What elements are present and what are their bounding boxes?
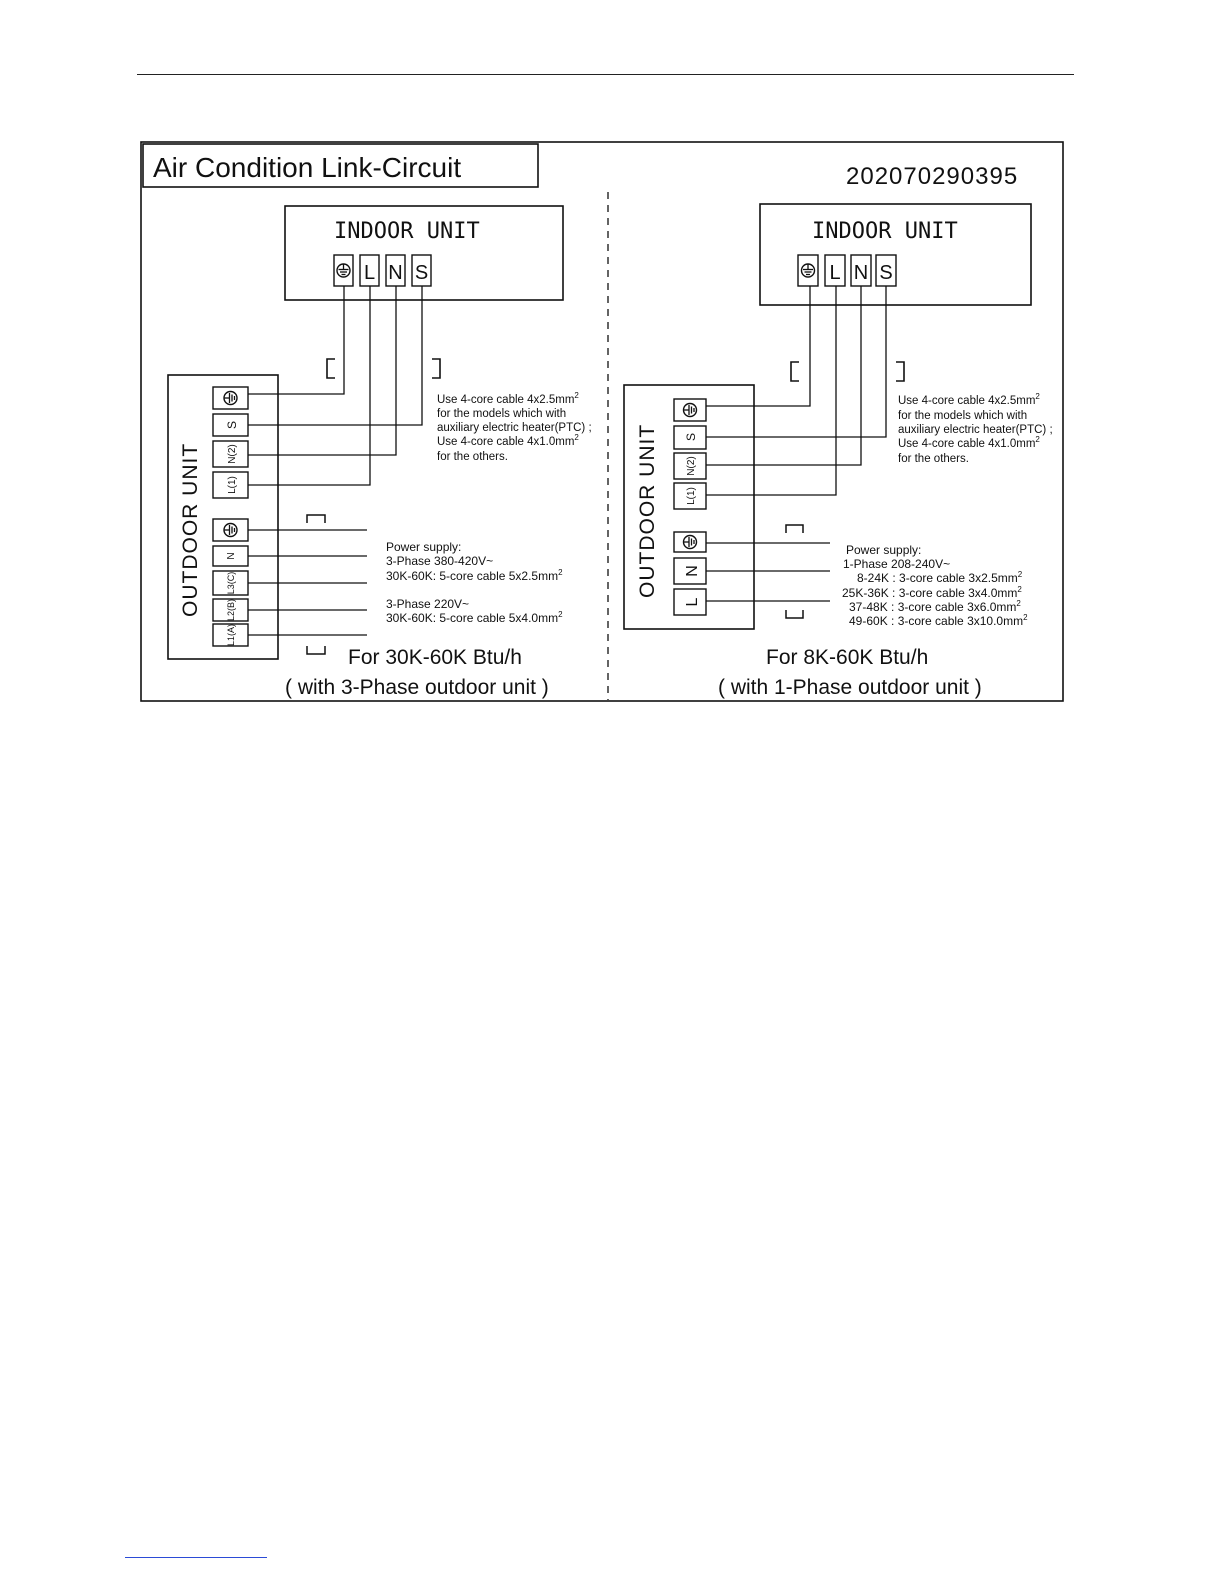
indoor-unit-box-left bbox=[284, 205, 564, 301]
cable-note-line: auxiliary electric heater(PTC) ; bbox=[437, 422, 592, 434]
outdoor-terminal-label: L(1) bbox=[686, 487, 697, 505]
power-note-line: Power supply: bbox=[386, 540, 461, 554]
outdoor-terminal-box bbox=[673, 482, 707, 510]
indoor-terminal-label: L bbox=[364, 262, 375, 284]
ground-wire bbox=[706, 286, 811, 407]
power-note-line: 3-Phase 220V~ bbox=[386, 597, 469, 611]
outdoor-terminal-label: S bbox=[684, 433, 698, 441]
indoor-unit-label-right: INDOOR UNIT bbox=[812, 219, 958, 244]
title-box bbox=[142, 143, 539, 188]
header-rule bbox=[137, 74, 1074, 75]
outdoor-terminal-label: L(1) bbox=[227, 476, 238, 494]
caption-line1-left: For 30K-60K Btu/h bbox=[348, 646, 522, 669]
ground-icon bbox=[682, 402, 698, 418]
wiring-diagram: Air Condition Link-Circuit 202070290395 … bbox=[140, 141, 1064, 702]
outdoor-unit-label-left: OUTDOOR UNIT bbox=[179, 443, 202, 617]
outdoor-terminal-label: N(2) bbox=[227, 444, 238, 463]
outdoor-unit-label-right: OUTDOOR UNIT bbox=[636, 424, 659, 598]
cable-note-line: for the others. bbox=[437, 451, 508, 463]
outdoor-terminal-box bbox=[673, 452, 707, 480]
signal-wire-n bbox=[248, 286, 397, 456]
ground-wire bbox=[248, 286, 345, 395]
power-note-line: 49-60K : 3-core cable 3x10.0mm2 bbox=[849, 613, 1028, 628]
caption-line2-right: ( with 1-Phase outdoor unit ) bbox=[718, 676, 982, 699]
indoor-terminal-label: S bbox=[879, 262, 892, 284]
cable-bracket-left bbox=[790, 361, 799, 382]
power-note-line: 3-Phase 380-420V~ bbox=[386, 554, 493, 568]
footer-link-rule bbox=[125, 1557, 267, 1558]
power-note-line: 1-Phase 208-240V~ bbox=[843, 557, 950, 571]
power-note-line: 30K-60K: 5-core cable 5x4.0mm2 bbox=[386, 610, 563, 625]
power-terminal-label: N bbox=[684, 565, 701, 577]
left-section: INDOOR UNIT L N S OUTDOOR UNIT S N(2) L(… bbox=[167, 205, 592, 699]
cable-note-line: for the models which with bbox=[437, 408, 566, 420]
power-note-line: 37-48K : 3-core cable 3x6.0mm2 bbox=[849, 599, 1021, 614]
indoor-terminal-box bbox=[824, 254, 846, 287]
power-terminal-label: L1(A) bbox=[226, 624, 236, 646]
caption-line1-right: For 8K-60K Btu/h bbox=[766, 646, 928, 669]
power-bracket-top bbox=[306, 514, 326, 523]
cable-note-line: Use 4-core cable 4x2.5mm2 bbox=[437, 391, 579, 406]
indoor-terminal-label: N bbox=[388, 262, 402, 284]
power-note-line: Power supply: bbox=[846, 543, 921, 557]
caption-line2-left: ( with 3-Phase outdoor unit ) bbox=[285, 676, 549, 699]
indoor-terminal-label: S bbox=[415, 262, 428, 284]
cable-note-line: Use 4-core cable 4x2.5mm2 bbox=[898, 392, 1040, 407]
indoor-ground-terminal-right bbox=[797, 254, 819, 287]
power-note-line: 25K-36K : 3-core cable 3x4.0mm2 bbox=[842, 585, 1022, 600]
outdoor-terminal-label: N(2) bbox=[686, 456, 697, 475]
power-terminal-label: N bbox=[226, 552, 237, 559]
power-bracket-bottom bbox=[785, 610, 804, 619]
signal-wire-l bbox=[248, 286, 371, 486]
signal-wire-s bbox=[706, 286, 887, 438]
indoor-terminal-label: L bbox=[829, 262, 840, 284]
right-section: INDOOR UNIT L N S OUTDOOR UNIT S N(2) L(… bbox=[623, 203, 1053, 699]
power-terminal-label: L bbox=[684, 597, 701, 606]
signal-wire-l bbox=[706, 286, 837, 496]
outdoor-unit-box-left bbox=[167, 374, 279, 660]
indoor-unit-label-left: INDOOR UNIT bbox=[334, 219, 480, 244]
outdoor-terminal-label: S bbox=[225, 421, 239, 429]
power-ground-terminal bbox=[212, 518, 249, 542]
outdoor-unit-box-right bbox=[623, 384, 755, 630]
cable-bracket-left bbox=[326, 358, 335, 379]
power-note-line: 30K-60K: 5-core cable 5x2.5mm2 bbox=[386, 568, 563, 583]
cable-bracket-right bbox=[896, 361, 905, 382]
indoor-unit-box-right bbox=[759, 203, 1032, 306]
signal-wire-n bbox=[706, 286, 862, 466]
cable-note-line: for the others. bbox=[898, 453, 969, 465]
outdoor-ground-terminal bbox=[212, 386, 249, 410]
power-bracket-top bbox=[785, 524, 804, 533]
ground-icon bbox=[223, 390, 238, 406]
diagram-title: Air Condition Link-Circuit bbox=[153, 152, 461, 183]
power-bracket-bottom bbox=[306, 646, 326, 655]
diagram-code: 202070290395 bbox=[846, 163, 1018, 190]
indoor-terminal-label: N bbox=[854, 262, 868, 284]
ground-icon bbox=[223, 522, 238, 538]
ground-icon bbox=[800, 263, 816, 278]
outdoor-ground-terminal bbox=[673, 398, 707, 422]
ground-icon bbox=[336, 263, 351, 278]
cable-note-line: Use 4-core cable 4x1.0mm2 bbox=[898, 435, 1040, 450]
power-terminal-box bbox=[673, 588, 707, 616]
power-terminal-label: L3(C) bbox=[226, 572, 236, 595]
cable-note-line: for the models which with bbox=[898, 410, 1027, 422]
cable-note-line: auxiliary electric heater(PTC) ; bbox=[898, 424, 1053, 436]
ground-icon bbox=[682, 534, 698, 550]
diagram-frame bbox=[140, 141, 1064, 702]
cable-bracket-right bbox=[432, 358, 441, 379]
outdoor-terminal-box bbox=[212, 440, 249, 468]
power-note-line: 8-24K : 3-core cable 3x2.5mm2 bbox=[857, 570, 1023, 585]
power-ground-terminal bbox=[673, 531, 707, 553]
cable-note-line: Use 4-core cable 4x1.0mm2 bbox=[437, 433, 579, 448]
power-terminal-label: L2(B) bbox=[226, 599, 236, 621]
signal-wire-s bbox=[248, 286, 423, 426]
